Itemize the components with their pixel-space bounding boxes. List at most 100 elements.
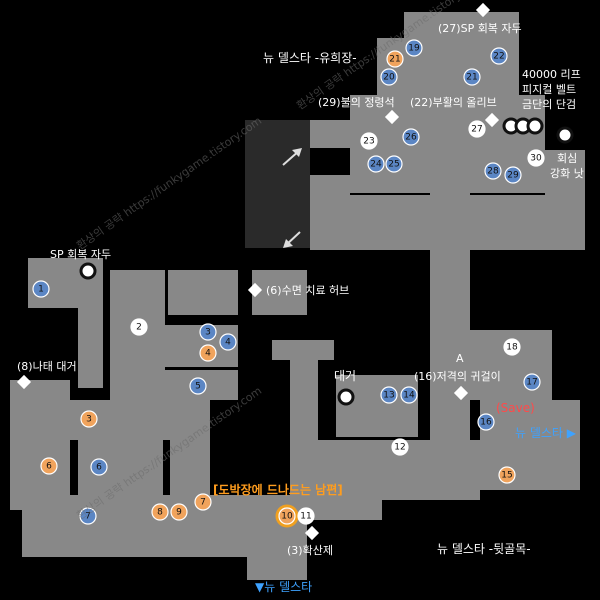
marker-number: 16 (480, 418, 492, 428)
diamond-icon (484, 112, 500, 128)
marker-circle (32, 280, 50, 298)
marker-number: 28 (487, 167, 499, 177)
label-belt-2: 피지컬 벨트 (522, 83, 576, 96)
label-point-a: A (456, 352, 464, 365)
marker-number: 20 (383, 73, 395, 83)
label-sp-recovery-left: SP 회복 자두 (50, 248, 111, 261)
marker-circle (151, 503, 169, 521)
marker-number: 21 (389, 55, 400, 65)
marker-11-white: 11 (297, 507, 315, 525)
label-belt-3: 금단의 단검 (522, 98, 576, 111)
marker-5-blue: 5 (189, 377, 207, 395)
marker-circle (380, 68, 398, 86)
marker-number: 6 (96, 463, 102, 473)
marker-27-white: 27 (468, 120, 486, 138)
marker-number: 1 (38, 285, 44, 295)
label-orb-rebirth: (22)부활의 올리브 (410, 95, 497, 109)
marker-number: 30 (530, 154, 542, 164)
marker-number: 7 (200, 498, 206, 508)
marker-18-white: 18 (503, 338, 521, 356)
label-new-delsta-right: 뉴 델스타 ▶ (515, 426, 577, 440)
diamond-icon (384, 109, 400, 125)
label-save: (Save) (496, 401, 535, 415)
marker-9-orange: 9 (170, 503, 188, 521)
diamond-icon (304, 525, 320, 541)
label-dagger: 대거 (334, 369, 356, 383)
marker-2-white: 2 (130, 318, 148, 336)
marker-number: 26 (405, 133, 417, 143)
ring-icon (337, 388, 355, 406)
marker-circle (498, 466, 516, 484)
marker-circle (219, 333, 237, 351)
marker-19-blue: 19 (405, 39, 423, 57)
marker-26-blue: 26 (402, 128, 420, 146)
arrow-icon (282, 148, 302, 166)
marker-number: 4 (205, 349, 211, 359)
marker-circle (405, 39, 423, 57)
label-playground: 뉴 델스타 -유희장- (263, 51, 357, 65)
marker-25-blue: 25 (385, 155, 403, 173)
marker-21-orange: 21 (386, 50, 404, 68)
marker-number: 21 (466, 73, 477, 83)
label-sleep-hub: (6)수면 치료 허브 (266, 284, 349, 297)
label-counter-earring: (16)저격의 귀걸이 (414, 370, 501, 383)
marker-circle (360, 132, 378, 150)
marker-number: 8 (157, 508, 163, 518)
marker-circle (189, 377, 207, 395)
arrow-icon (283, 231, 301, 248)
marker-22-blue: 22 (490, 47, 508, 65)
marker-number: 11 (300, 512, 311, 522)
marker-circle (402, 128, 420, 146)
marker-number: 3 (86, 415, 92, 425)
marker-circle (297, 507, 315, 525)
marker-17-blue: 17 (523, 373, 541, 391)
marker-number: 5 (195, 382, 201, 392)
marker-circle (278, 507, 296, 525)
marker-circle (199, 323, 217, 341)
marker-number: 3 (205, 328, 211, 338)
ring-icon (526, 117, 544, 135)
marker-circle (194, 493, 212, 511)
marker-number: 25 (388, 160, 399, 170)
marker-14-blue: 14 (400, 386, 418, 404)
marker-6-orange: 6 (40, 457, 58, 475)
marker-circle (490, 47, 508, 65)
marker-number: 12 (394, 443, 405, 453)
marker-circle (90, 458, 108, 476)
marker-24-blue: 24 (367, 155, 385, 173)
marker-number: 24 (370, 160, 382, 170)
label-rest-1: 회심 (557, 152, 577, 165)
marker-number: 17 (526, 378, 537, 388)
diamond-icon-group (16, 2, 500, 541)
marker-12-white: 12 (391, 438, 409, 456)
diamond-icon (247, 282, 263, 298)
marker-circle (400, 386, 418, 404)
marker-6-blue: 6 (90, 458, 108, 476)
marker-15-orange: 15 (498, 466, 516, 484)
watermark: 환상의 공략 https://funkygame.tistory.com (74, 114, 264, 252)
marker-number: 9 (176, 508, 182, 518)
label-rest-2: 강화 낫 (550, 167, 584, 180)
label-sloth-grinder: (8)나태 대거 (17, 360, 77, 373)
marker-circle (79, 507, 97, 525)
marker-3-orange: 3 (80, 410, 98, 428)
marker-13-blue: 13 (380, 386, 398, 404)
marker-circle (367, 155, 385, 173)
ring-icon (79, 262, 97, 280)
marker-number: 27 (471, 125, 482, 135)
marker-number: 4 (225, 338, 231, 348)
marker-circle (477, 413, 495, 431)
marker-number: 7 (85, 512, 91, 522)
diamond-icon (475, 2, 491, 18)
marker-circle (385, 155, 403, 173)
marker-8-orange: 8 (151, 503, 169, 521)
marker-20-blue: 20 (380, 68, 398, 86)
diamond-icon (453, 385, 469, 401)
marker-number: 23 (363, 137, 374, 147)
marker-circle (484, 162, 502, 180)
label-belt-1: 40000 리프 (522, 68, 581, 81)
floor-layer (10, 12, 585, 580)
